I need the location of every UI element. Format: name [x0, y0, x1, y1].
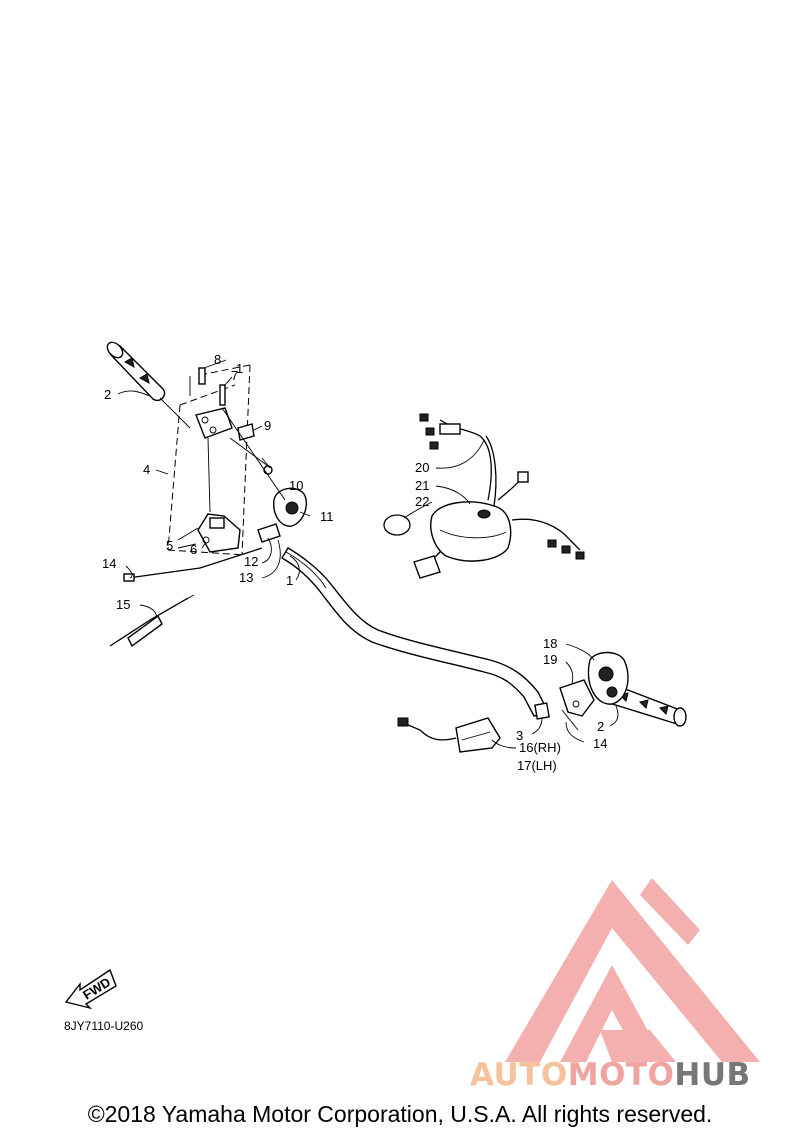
watermark-text-moto: MOTO: [567, 1057, 675, 1093]
callout-2a: 2: [104, 387, 111, 402]
copyright-notice: ©2018 Yamaha Motor Corporation, U.S.A. A…: [87, 1101, 713, 1127]
fwd-arrow-icon: [64, 968, 117, 1010]
callout-4: 4: [143, 462, 150, 477]
callout-6: 6: [190, 542, 197, 557]
callout-17: 17(LH): [517, 758, 557, 773]
right-grip-part: [605, 683, 687, 727]
left-grip-part: [106, 341, 166, 402]
right-switch-part: [559, 651, 629, 731]
callout-12: 12: [244, 554, 258, 569]
throttle-cable-part: [109, 594, 195, 648]
callout-3: 3: [516, 728, 523, 743]
watermark-text: AUTOMOTOHUB: [470, 1057, 751, 1093]
callout-14b: 14: [593, 736, 607, 751]
watermark-text-hub: HUB: [674, 1057, 751, 1093]
callout-7: 7: [231, 368, 238, 383]
callout-10: 10: [289, 478, 303, 493]
callout-1a: 1: [236, 361, 243, 376]
callout-20: 20: [415, 460, 429, 475]
callout-1b: 1: [286, 573, 293, 588]
callout-8: 8: [214, 352, 221, 367]
callout-13: 13: [239, 570, 253, 585]
diagram-code: 8JY7110-U260: [64, 1019, 144, 1033]
spacer-part: [534, 702, 550, 720]
leader-lines: [117, 359, 619, 749]
callout-19: 19: [543, 652, 557, 667]
grip-heater-part: [397, 717, 501, 753]
callout-15: 15: [116, 597, 130, 612]
watermark-logo-icon: [505, 878, 760, 1062]
callout-9: 9: [264, 418, 271, 433]
callout-11: 11: [320, 509, 334, 524]
handlebar-part: [281, 547, 550, 717]
callout-14a: 14: [102, 556, 116, 571]
callout-22: 22: [415, 494, 429, 509]
callout-18: 18: [543, 636, 557, 651]
cable-band-part: [383, 514, 411, 536]
heater-controller-part: [430, 501, 512, 562]
watermark-text-auto: AUTO: [470, 1057, 568, 1093]
wire-harness-part: [413, 413, 585, 579]
callout-5: 5: [166, 538, 173, 553]
callout-2b: 2: [597, 719, 604, 734]
throttle-assembly-part: [123, 364, 308, 582]
callout-21: 21: [415, 478, 429, 493]
callout-16: 16(RH): [519, 740, 561, 755]
callout-labels: 1 1 2 2 3 4 5 6 7 8 9 10 11 12 13 14 14 …: [80, 352, 607, 1003]
